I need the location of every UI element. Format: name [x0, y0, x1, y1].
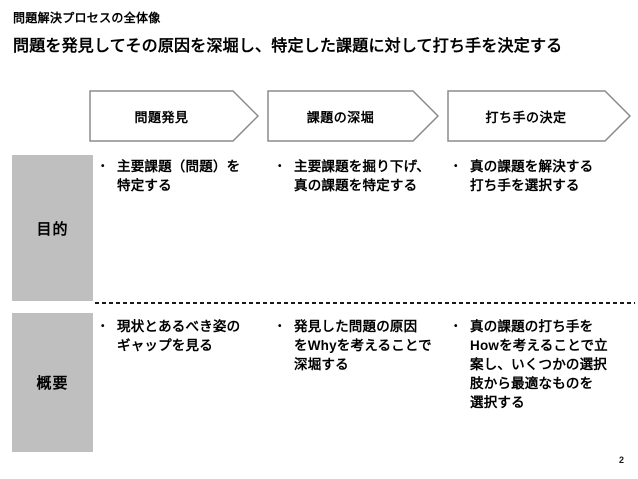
process-step-2-label: 課題の深堀	[306, 109, 375, 125]
row-header-purpose: 目的	[12, 155, 93, 301]
cell-overview-step3: • 真の課題の打ち手を Howを考えることで立 案し、いくつかの選択 肢から最適…	[454, 317, 624, 412]
cell-text: 真の課題を解決する 打ち手を選択する	[470, 159, 594, 193]
row-divider-dashed-line	[95, 302, 635, 304]
process-flow: 問題発見 課題の深堀 打ち手の決定	[89, 90, 634, 143]
cell-purpose-step1: • 主要課題（問題）を 特定する	[101, 157, 263, 195]
row-header-overview: 概要	[12, 313, 93, 452]
slide-title: 問題を発見してその原因を深堀し、特定した課題に対して打ち手を決定する	[13, 38, 563, 55]
cell-purpose-step3: • 真の課題を解決する 打ち手を選択する	[454, 157, 624, 195]
bullet-icon: •	[101, 321, 105, 332]
chevron-shape-2	[267, 90, 440, 142]
bullet-icon: •	[278, 161, 282, 172]
cell-text: 主要課題を掘り下げ、 真の課題を特定する	[294, 159, 431, 193]
chevron-shape-1	[89, 90, 260, 142]
slide-kicker: 問題解決プロセスの全体像	[13, 11, 161, 25]
bullet-icon: •	[454, 161, 458, 172]
cell-text: 主要課題（問題）を 特定する	[117, 159, 241, 193]
cell-text: 発見した問題の原因 をWhyを考えることで 深堀する	[294, 319, 432, 372]
bullet-icon: •	[101, 161, 105, 172]
cell-overview-step2: • 発見した問題の原因 をWhyを考えることで 深堀する	[278, 317, 440, 374]
chevron-shapes-svg	[89, 90, 632, 142]
page-number: 2	[618, 455, 624, 465]
cell-overview-step1: • 現状とあるべき姿の ギャップを見る	[101, 317, 263, 355]
cell-text: 現状とあるべき姿の ギャップを見る	[117, 319, 241, 353]
process-step-3-label: 打ち手の決定	[485, 109, 567, 125]
bullet-icon: •	[278, 321, 282, 332]
cell-purpose-step2: • 主要課題を掘り下げ、 真の課題を特定する	[278, 157, 440, 195]
bullet-icon: •	[454, 321, 458, 332]
cell-text: 真の課題の打ち手を Howを考えることで立 案し、いくつかの選択 肢から最適なも…	[470, 319, 608, 410]
process-step-1-label: 問題発見	[134, 109, 189, 125]
chevron-shape-3	[447, 90, 632, 142]
